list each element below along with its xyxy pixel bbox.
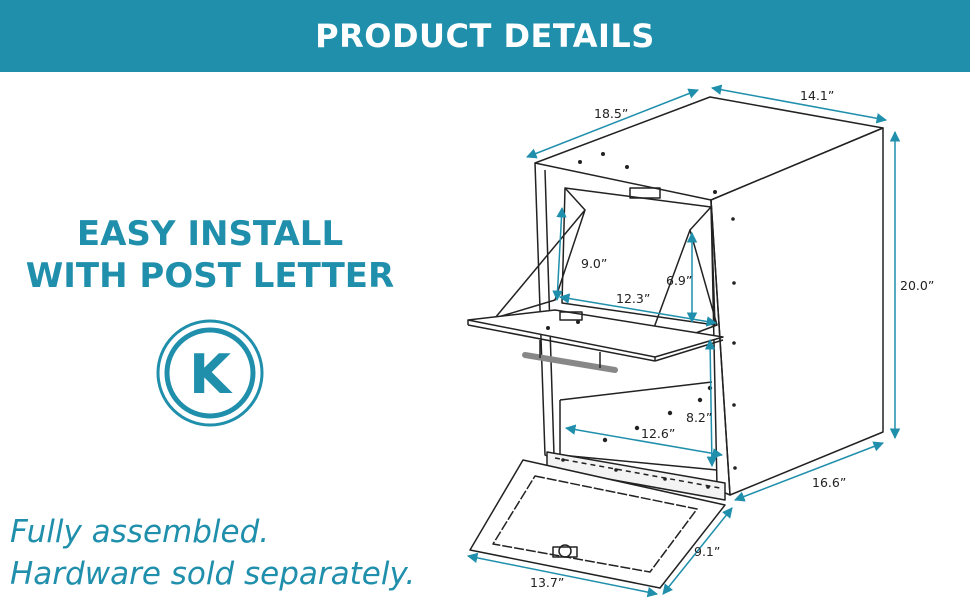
headline-line-1: EASY INSTALL [76, 214, 344, 254]
dim-slot-height: 9.0” [581, 256, 607, 271]
dimension-lines [466, 84, 901, 598]
dim-door-height: 9.1” [694, 544, 720, 559]
dim-height: 20.0” [900, 278, 934, 293]
dim-door-width: 13.7” [530, 575, 564, 590]
dim-slot-width: 12.3” [616, 291, 650, 306]
post-letter-badge: K [156, 319, 264, 427]
header-banner: PRODUCT DETAILS [0, 0, 970, 72]
headline-line-2: WITH POST LETTER [25, 256, 395, 296]
badge-letter: K [189, 343, 233, 406]
mailbox-drawing [467, 96, 884, 589]
banner-title: PRODUCT DETAILS [315, 17, 655, 55]
dim-top-width: 14.1” [800, 88, 834, 103]
footnote-line-2: Hardware sold separately. [10, 556, 416, 592]
dim-slot-inner-height: 6.9” [666, 273, 692, 288]
footnote-line-1: Fully assembled. [10, 514, 270, 550]
dim-top-depth: 18.5” [594, 106, 628, 121]
dim-base-depth: 16.6” [812, 475, 846, 490]
dimension-labels: 18.5” 14.1” 20.0” 9.0” 6.9” 12.3” 8.2” 1… [530, 88, 934, 590]
mailbox-diagram: 18.5” 14.1” 20.0” 9.0” 6.9” 12.3” 8.2” 1… [466, 84, 934, 598]
dim-compartment-depth: 8.2” [686, 410, 712, 425]
dim-compartment-width: 12.6” [641, 426, 675, 441]
